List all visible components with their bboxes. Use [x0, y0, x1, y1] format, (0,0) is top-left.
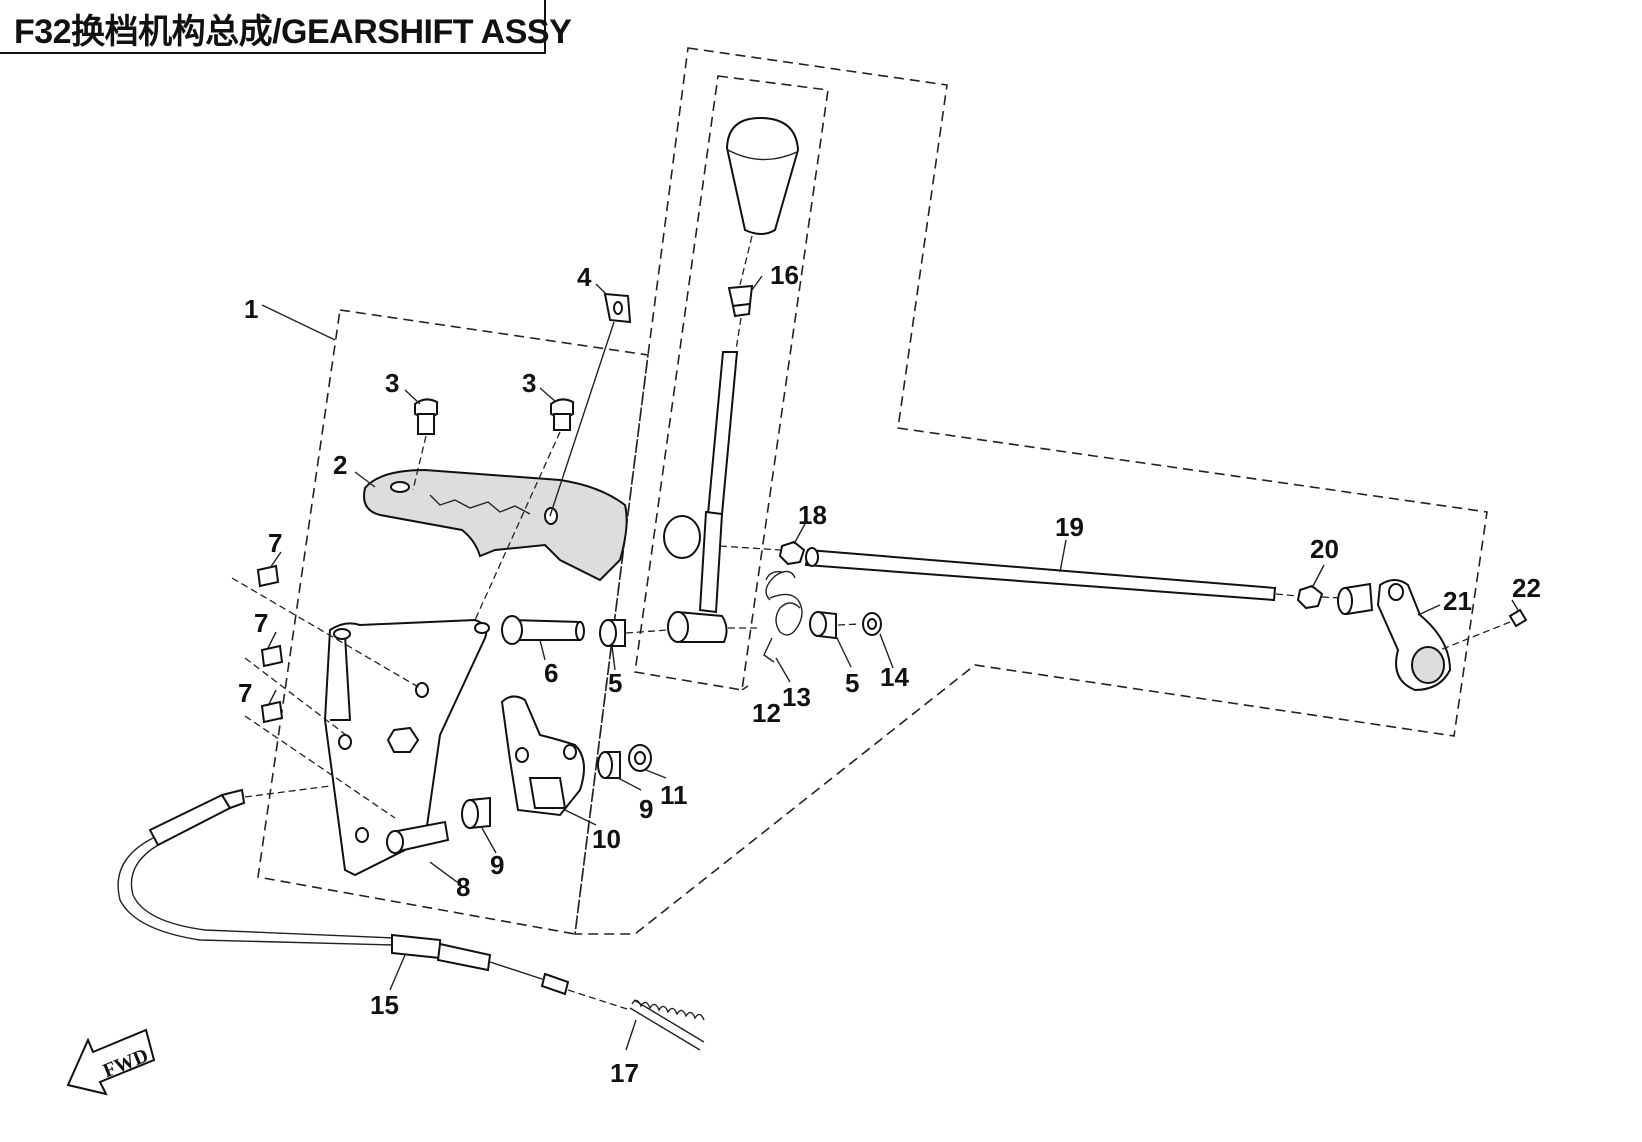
clip-nut	[603, 292, 632, 324]
callout-15: 15	[370, 990, 399, 1020]
group-outline-lever	[574, 47, 1488, 935]
callout-16: 16	[770, 260, 799, 290]
callout-7a: 7	[268, 528, 282, 558]
callout-12: 12	[752, 698, 781, 728]
callout-17: 17	[610, 1058, 639, 1088]
torsion-spring	[763, 570, 803, 663]
callout-10: 10	[592, 824, 621, 854]
mounting-bracket	[323, 618, 490, 877]
bolt-left	[414, 398, 438, 435]
pivot-pin	[501, 615, 585, 645]
callout-9a: 9	[490, 850, 504, 880]
nut-18	[778, 540, 806, 566]
callout-20: 20	[1310, 534, 1339, 564]
bolt-7a	[256, 564, 280, 588]
shift-lever	[663, 351, 739, 643]
bolt-7c	[260, 700, 284, 724]
callout-5a: 5	[608, 668, 622, 698]
bolt-7b	[260, 644, 284, 668]
lever-plate	[500, 695, 585, 817]
nut-20	[1296, 584, 1324, 610]
shift-rod	[804, 547, 1277, 602]
callout-5b: 5	[845, 668, 859, 698]
screw-22	[1508, 608, 1528, 628]
lever-nut	[727, 284, 754, 318]
callout-19: 19	[1055, 512, 1084, 542]
callout-8: 8	[456, 872, 470, 902]
shift-knob	[725, 116, 800, 235]
callout-1: 1	[244, 294, 258, 324]
callout-3b: 3	[522, 368, 536, 398]
callout-6: 6	[544, 658, 558, 688]
return-spring	[629, 999, 705, 1051]
bolt-right	[550, 398, 574, 431]
shift-cable	[117, 788, 570, 996]
callout-7b: 7	[254, 608, 268, 638]
diagram-title: F32换档机构总成/GEARSHIFT ASSY	[14, 13, 572, 51]
spacer-9b	[597, 751, 621, 779]
callout-21: 21	[1443, 586, 1472, 616]
group-outline-shift-lever	[634, 75, 829, 691]
callout-13: 13	[782, 682, 811, 712]
callout-4: 4	[577, 262, 592, 292]
shift-gate-plate	[363, 468, 628, 582]
callout-18: 18	[798, 500, 827, 530]
callout-7c: 7	[238, 678, 252, 708]
callout-22: 22	[1512, 573, 1541, 603]
forward-direction-arrow: FWD	[66, 1028, 156, 1096]
bushing-left	[599, 619, 626, 647]
bushing-right	[809, 610, 837, 640]
shift-arm	[1337, 579, 1452, 692]
spacer-9a	[461, 796, 491, 830]
callout-9b: 9	[639, 794, 653, 824]
title-box: F32换档机构总成/GEARSHIFT ASSY	[0, 0, 572, 54]
callout-11: 11	[660, 780, 688, 810]
callout-2: 2	[333, 450, 347, 480]
callout-3a: 3	[385, 368, 399, 398]
callout-14: 14	[880, 662, 909, 692]
